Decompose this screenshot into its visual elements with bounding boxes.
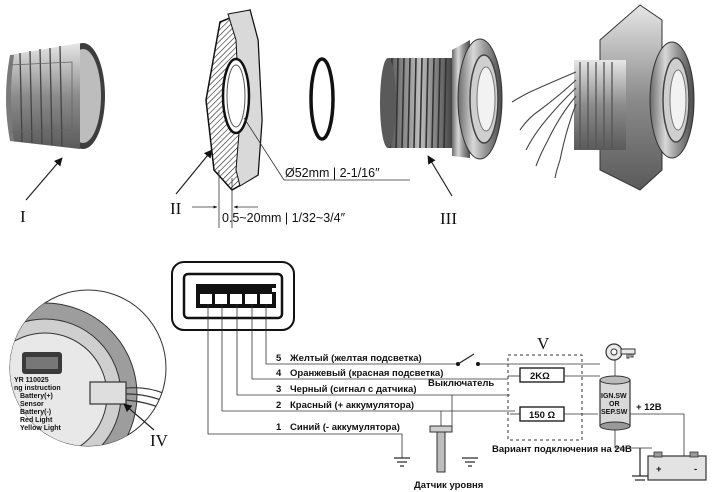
wire-1-number: 1	[276, 422, 282, 433]
plus12-label: + 12В	[636, 402, 662, 413]
ignition-key-icon	[605, 343, 636, 361]
connector-housing	[171, 261, 295, 331]
switch-label: Выключатель	[428, 378, 494, 389]
variant-24v-label: Вариант подключения на 24В	[492, 444, 632, 455]
resistor-2k-label: 2KΩ	[530, 371, 550, 382]
o-ring	[309, 57, 335, 141]
switch-symbol	[456, 353, 600, 366]
wire-3-label: Черный (сигнал с датчика)	[290, 384, 416, 395]
level-sensor-label: Датчик уровня	[414, 480, 483, 491]
part-ii-label: II	[170, 199, 182, 218]
part-iv-arrow	[123, 403, 155, 431]
part-i-nut	[6, 43, 105, 149]
part-ii-arrow	[175, 149, 213, 195]
inset-text-1: YR 110025	[14, 377, 49, 384]
resistor-150	[510, 406, 598, 422]
wire-3-number: 3	[276, 384, 281, 395]
diameter-dimension-text: Ø52mm | 2-1/16″	[285, 166, 380, 180]
wire-4-label: Оранжевый (красная подсветка)	[290, 368, 443, 379]
variant-24v-box	[507, 354, 583, 441]
part-iii-gauge-body	[380, 38, 503, 160]
wire-1-label: Синий (- аккумулятора)	[290, 422, 400, 433]
resistor-2k	[508, 367, 600, 383]
part-ii-bracket	[205, 8, 263, 191]
part-i-label: I	[20, 207, 26, 226]
ground-symbol-sensor	[462, 457, 478, 467]
battery-plus-label: +	[656, 464, 662, 475]
wire-5-number: 5	[276, 353, 282, 364]
part-i-arrow	[25, 157, 63, 201]
battery-minus-label: -	[694, 464, 697, 475]
level-sensor	[429, 395, 453, 473]
ignition-switch	[599, 360, 631, 431]
resistor-150-label: 150 Ω	[529, 410, 555, 421]
inset-text-7: Yellow Light	[20, 425, 62, 432]
ground-symbol-left	[394, 457, 410, 467]
part-v-label: V	[537, 334, 550, 353]
thickness-dimension-text: 0.5~20mm | 1/32~3/4″	[222, 211, 346, 225]
connector-wires	[207, 304, 515, 458]
wire-labels: 5 Желтый (желтая подсветка) 4 Оранжевый …	[276, 353, 443, 433]
ground-symbol-right	[632, 448, 648, 481]
ignition-text-2: OR	[609, 401, 620, 408]
wire-2-number: 2	[276, 400, 281, 411]
inset-text-5: Battery(-)	[20, 409, 51, 416]
wire-2-label: Красный (+ аккумулятора)	[290, 400, 414, 411]
ignition-text-3: SEP.SW	[601, 409, 628, 416]
thickness-dimension-lines	[192, 170, 258, 228]
ignition-text-1: IGN.SW	[601, 393, 627, 400]
wire-5-label: Желтый (желтая подсветка)	[289, 353, 422, 364]
battery-icon	[647, 451, 707, 481]
inset-text-4: Sensor	[20, 401, 44, 408]
inset-text-6: Red Light	[20, 417, 53, 424]
part-iii-label: III	[440, 209, 457, 228]
inset-text-2: ng instruction	[14, 385, 61, 392]
diameter-leader-line	[243, 117, 285, 181]
assembled-gauge	[511, 4, 695, 191]
wire-4-number: 4	[276, 368, 282, 379]
inset-text-3: Battery(+)	[20, 393, 53, 400]
part-iv-label: IV	[150, 431, 169, 450]
part-iii-arrow	[427, 155, 453, 197]
